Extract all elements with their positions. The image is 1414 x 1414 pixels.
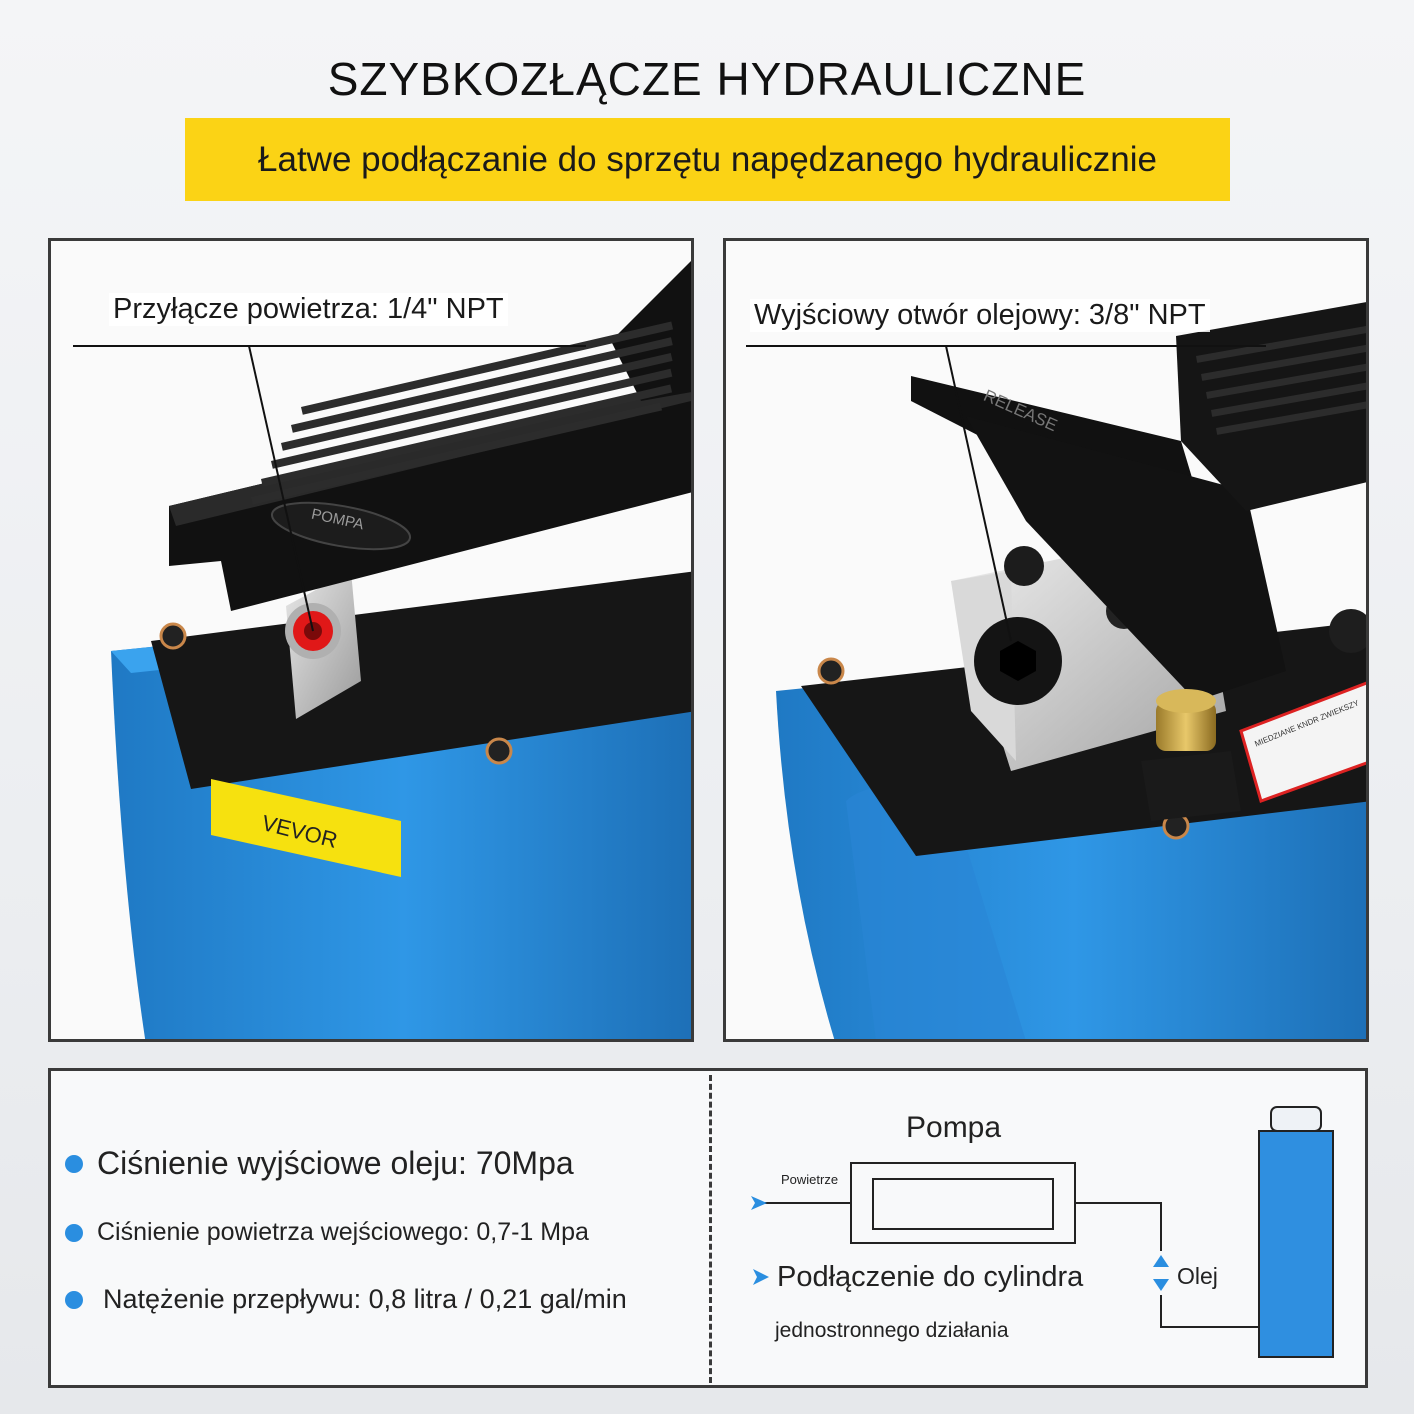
pedal-ridges xyxy=(251,321,674,505)
bolt-icon xyxy=(485,737,513,765)
air-inlet-callout: Przyłącze powietrza: 1/4" NPT xyxy=(109,293,508,326)
connection-sublabel: jednostronnego działania xyxy=(775,1319,1009,1342)
subtitle-banner: Łatwe podłączanie do sprzętu napędzanego… xyxy=(185,118,1230,201)
arrow-right-icon xyxy=(753,1269,769,1285)
bullet-dot-icon xyxy=(65,1154,83,1173)
oil-label: Olej xyxy=(1177,1263,1218,1289)
dashed-divider xyxy=(709,1075,712,1383)
warning-sticker xyxy=(1239,681,1366,803)
pump-box xyxy=(850,1162,1076,1244)
bolt-icon xyxy=(817,657,845,685)
bullet-dot-icon xyxy=(65,1223,83,1242)
spec-flow-rate: Natężenie przepływu: 0,8 litra / 0,21 ga… xyxy=(103,1284,627,1314)
oil-outlet-callout: Wyjściowy otwór olejowy: 3/8" NPT xyxy=(750,299,1210,332)
spec-oil-pressure: Ciśnienie wyjściowe oleju: 70Mpa xyxy=(97,1145,574,1181)
page-title: SZYBKOZŁĄCZE HYDRAULICZNE xyxy=(327,53,1087,105)
air-inlet-illustration xyxy=(51,241,691,1039)
double-arrow-icon xyxy=(1153,1255,1169,1267)
specifications-box: Ciśnienie wyjściowe oleju: 70Mpa Ciśnien… xyxy=(48,1068,1368,1388)
connection-diagram: Pompa Powietrze Olej Podłączenie do cyli… xyxy=(741,1071,1361,1385)
release-valve xyxy=(1156,701,1216,751)
oil-outlet-illustration xyxy=(726,241,1366,1039)
air-label: Powietrze xyxy=(781,1172,839,1187)
spec-item: Ciśnienie wyjściowe oleju: 70Mpa xyxy=(65,1145,574,1182)
pedal-ridges xyxy=(1196,325,1366,435)
pump-inner-box xyxy=(872,1178,1054,1230)
air-inlet-photo-panel: Przyłącze powietrza: 1/4" NPT POMPA VEVO… xyxy=(48,238,694,1042)
oil-outlet-photo-panel: Wyjściowy otwór olejowy: 3/8" NPT RELEAS… xyxy=(723,238,1369,1042)
subtitle-text: Łatwe podłączanie do sprzętu napędzanego… xyxy=(258,139,1157,179)
spec-item: Ciśnienie powietrza wejściowego: 0,7-1 M… xyxy=(65,1218,589,1247)
pump-label: Pompa xyxy=(906,1111,1002,1144)
spec-item: Natężenie przepływu: 0,8 litra / 0,21 ga… xyxy=(65,1284,627,1315)
foot-pedal xyxy=(169,381,691,611)
cylinder xyxy=(1258,1130,1334,1358)
cylinder-piston xyxy=(1270,1106,1322,1132)
brand-label xyxy=(211,779,401,877)
bolt-icon xyxy=(159,622,187,650)
spec-air-pressure: Ciśnienie powietrza wejściowego: 0,7-1 M… xyxy=(97,1218,589,1246)
bullet-dot-icon xyxy=(65,1290,83,1309)
connection-label: Podłączenie do cylindra xyxy=(777,1261,1084,1293)
arrow-right-icon xyxy=(751,1196,767,1210)
